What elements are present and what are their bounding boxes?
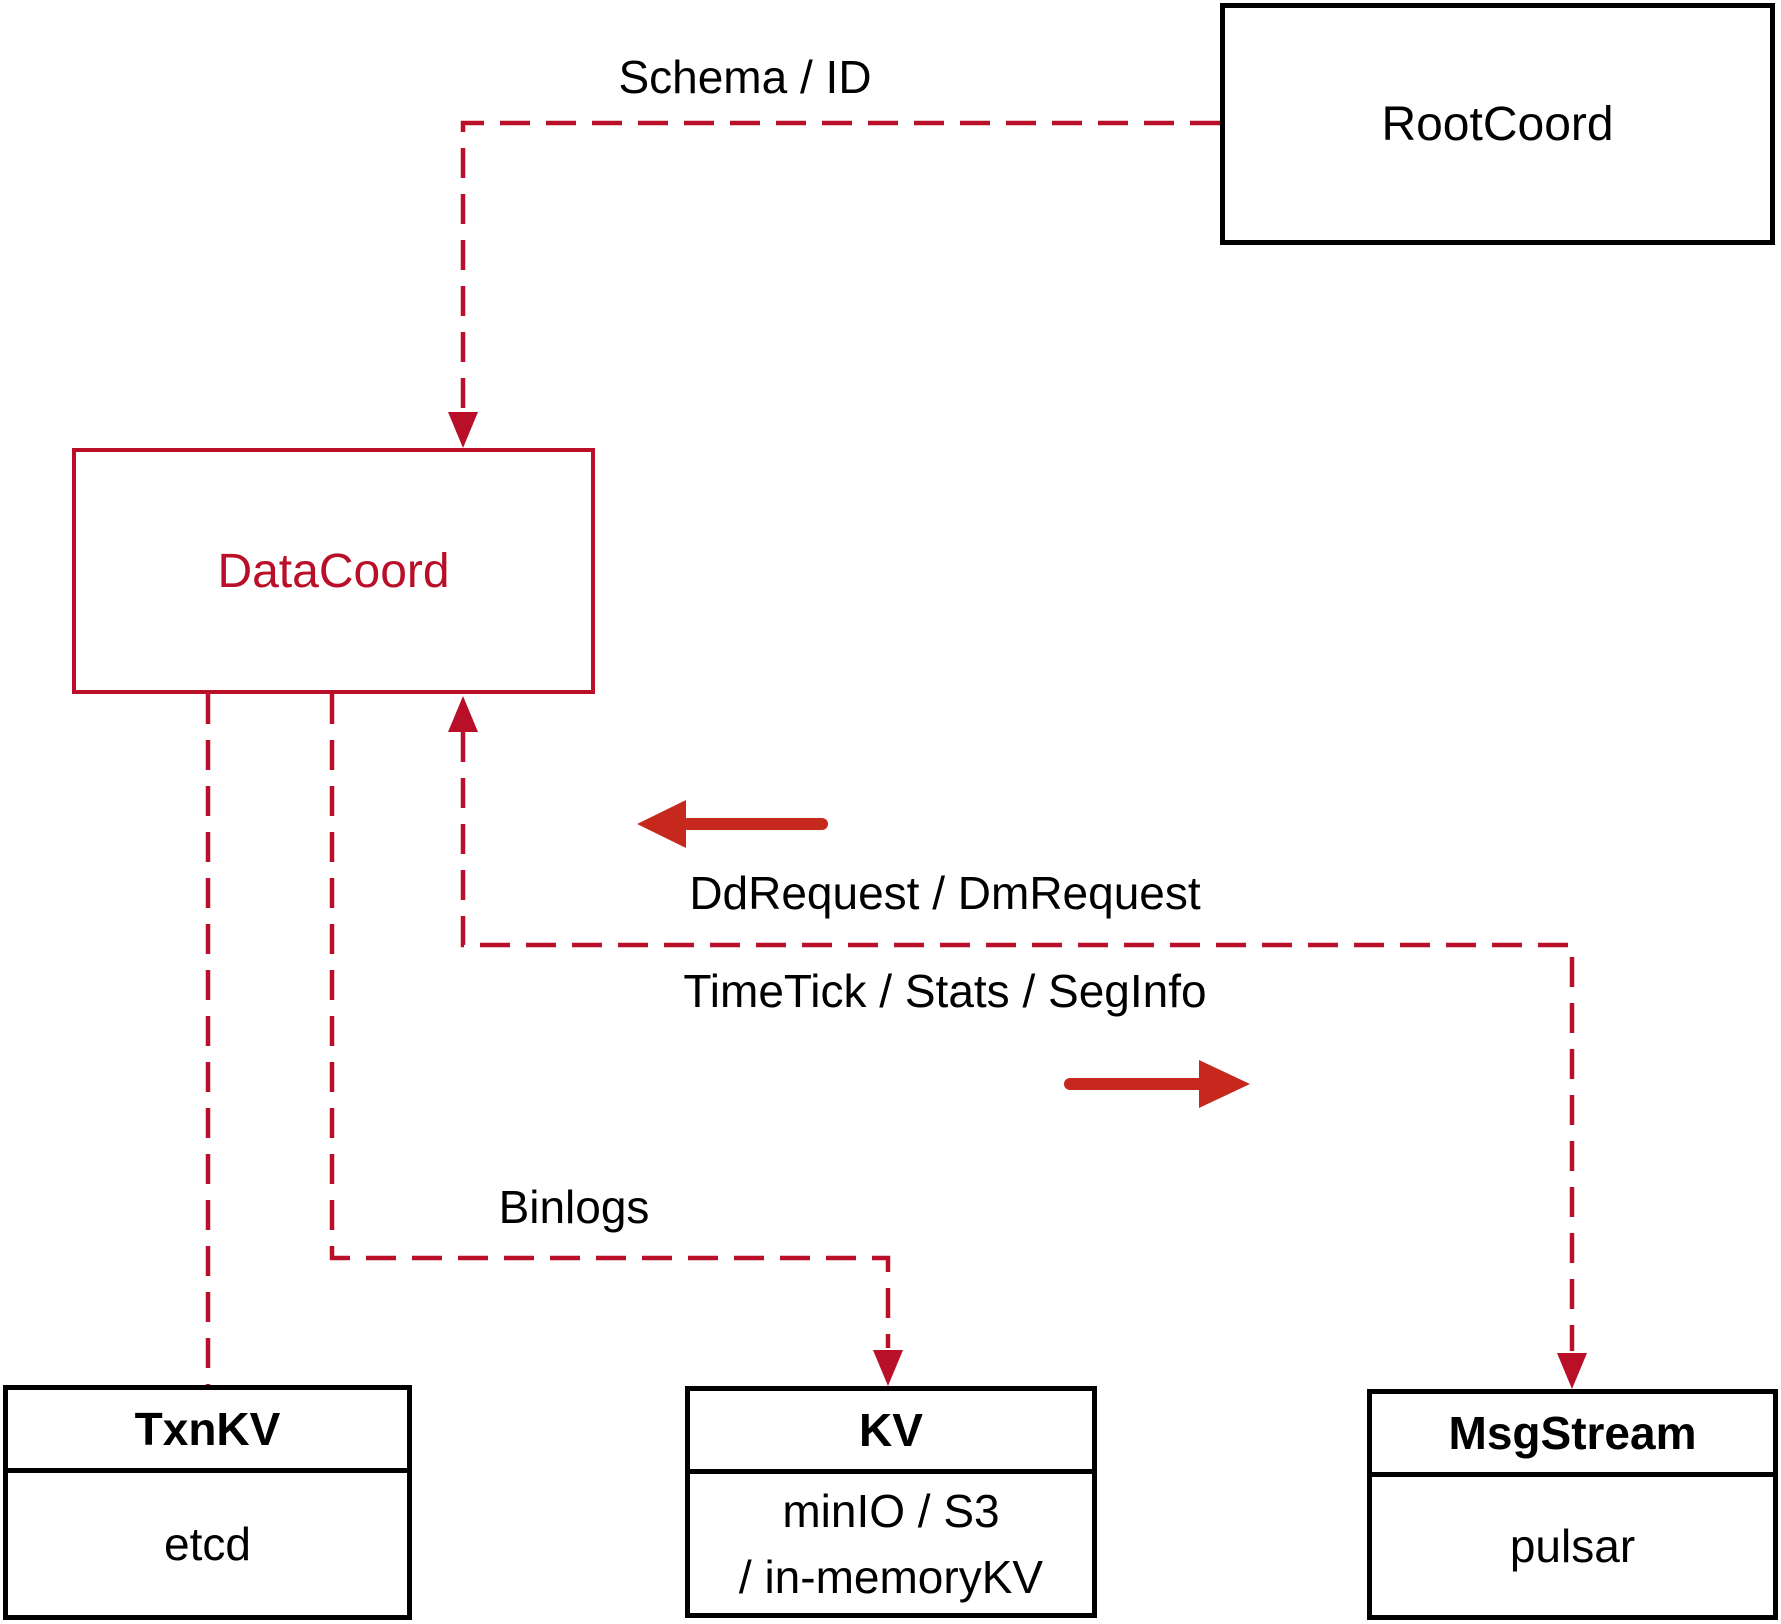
node-txnkv: TxnKV etcd bbox=[3, 1385, 412, 1620]
edge-schema-id-dashed-line bbox=[460, 120, 1220, 412]
node-kv-title: KV bbox=[690, 1391, 1092, 1474]
edge-label-ddrequest-dmrequest: DdRequest / DmRequest bbox=[689, 867, 1201, 919]
arrow-left-icon bbox=[637, 800, 828, 848]
edge-binlogs-dashed-line bbox=[329, 694, 891, 1348]
node-txnkv-title: TxnKV bbox=[8, 1390, 407, 1473]
node-msgstream-subtitle: pulsar bbox=[1509, 1520, 1636, 1572]
edge-label-timetick-stats-seginfo: TimeTick / Stats / SegInfo bbox=[683, 965, 1207, 1017]
node-msgstream-title: MsgStream bbox=[1372, 1394, 1773, 1477]
arrowhead-down-into-datacoord-icon bbox=[448, 412, 478, 448]
node-datacoord-label: DataCoord bbox=[217, 544, 450, 598]
edge-label-schema-id: Schema / ID bbox=[618, 51, 872, 103]
node-datacoord: DataCoord bbox=[72, 448, 595, 694]
node-kv-body: minIO / S3 / in-memoryKV bbox=[690, 1474, 1092, 1613]
edge-ddrequest-timetick-dashed-line bbox=[460, 732, 1575, 1351]
node-kv-line2: / in-memoryKV bbox=[738, 1550, 1044, 1603]
node-kv-line1: minIO / S3 bbox=[782, 1484, 1000, 1537]
arrowhead-up-into-datacoord-icon bbox=[448, 696, 478, 732]
node-kv: KV minIO / S3 / in-memoryKV bbox=[685, 1386, 1097, 1618]
arrow-right-icon bbox=[1064, 1060, 1250, 1108]
node-msgstream: MsgStream pulsar bbox=[1367, 1389, 1778, 1620]
arrowhead-down-into-kv-icon bbox=[873, 1350, 903, 1386]
node-txnkv-subtitle: etcd bbox=[164, 1518, 251, 1570]
arrowhead-down-into-msgstream-icon bbox=[1557, 1353, 1587, 1389]
node-rootcoord-label: RootCoord bbox=[1381, 97, 1614, 151]
edge-label-binlogs: Binlogs bbox=[498, 1181, 650, 1233]
node-rootcoord: RootCoord bbox=[1220, 3, 1775, 245]
